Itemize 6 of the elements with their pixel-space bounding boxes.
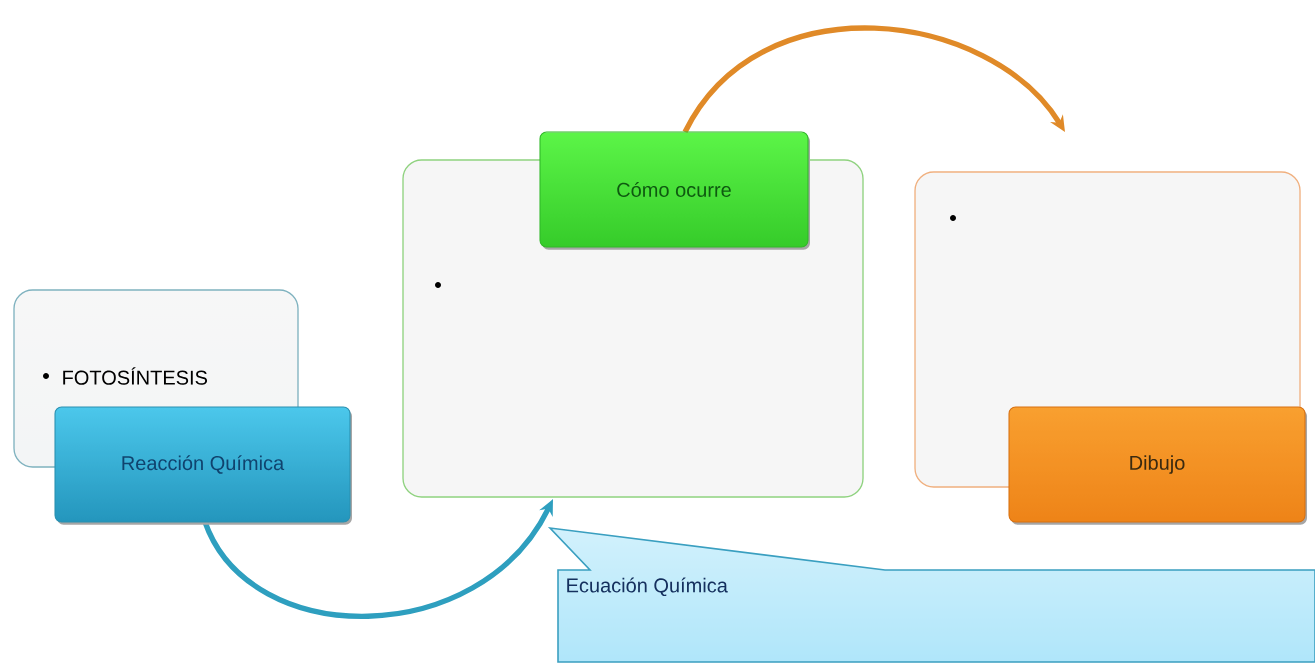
title-box: Reacción Química: [54, 406, 352, 525]
callout-box: Ecuación Química: [547, 526, 1315, 663]
curved-arrow: [682, 25, 1065, 134]
title-box: Dibujo: [1008, 406, 1307, 525]
title-box: Cómo ocurre: [539, 131, 810, 250]
item-text: FOTOSÍNTESIS: [63, 367, 207, 385]
